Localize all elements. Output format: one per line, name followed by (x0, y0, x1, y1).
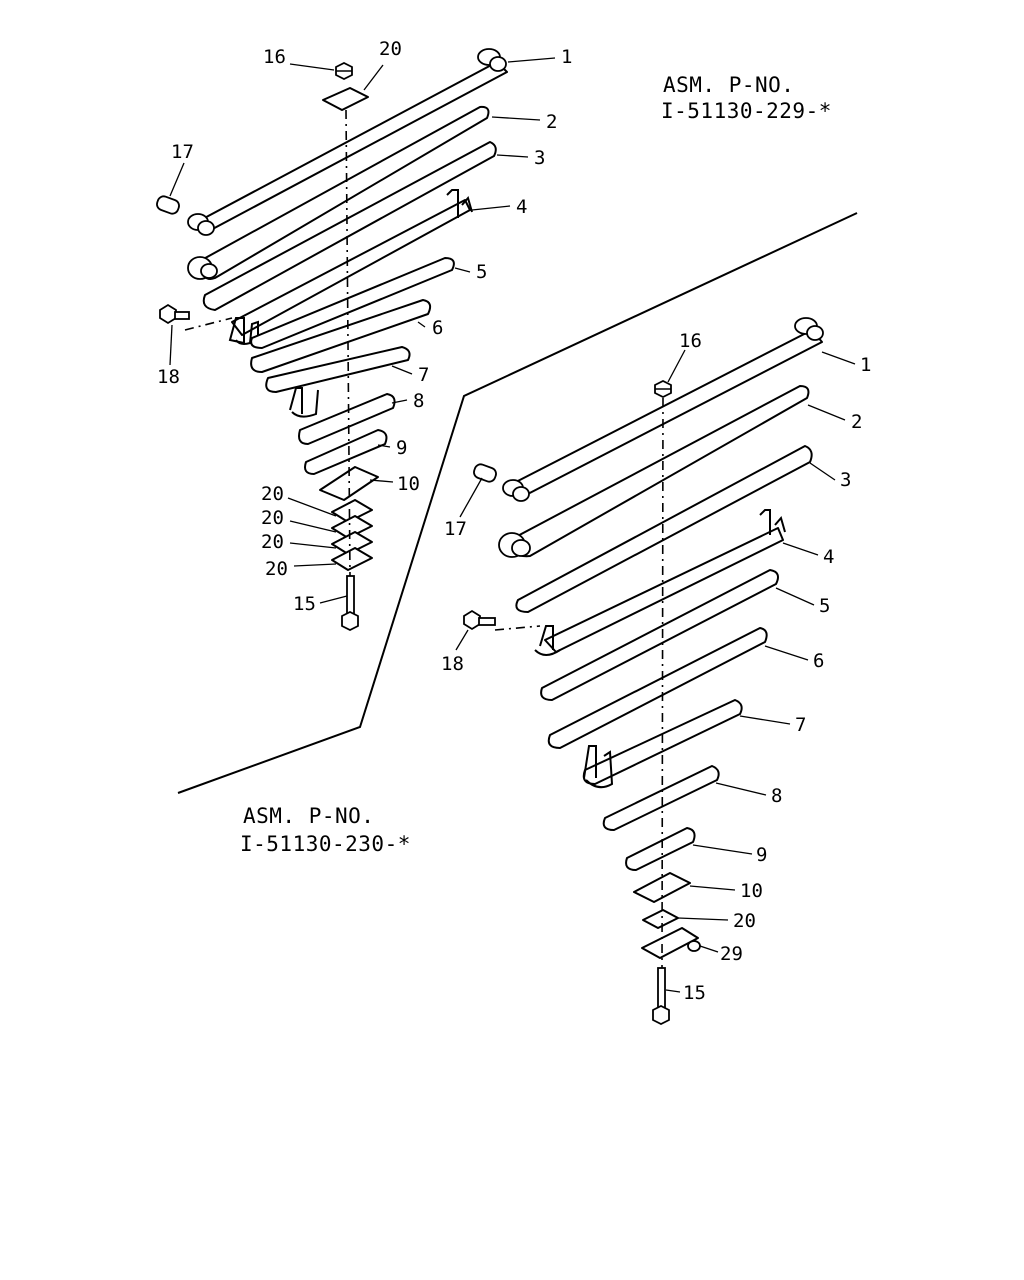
left-part-10-plate (319, 466, 379, 501)
right-leaf-9 (625, 827, 696, 871)
left-center-bolt-15 (341, 575, 359, 632)
left-callout-4: 4 (516, 196, 527, 218)
right-part-29-bracket (641, 927, 701, 959)
left-callout-20-a: 20 (261, 483, 284, 505)
left-callout-2: 2 (546, 111, 557, 133)
right-callout-17: 17 (444, 518, 467, 540)
right-callout-15: 15 (683, 982, 706, 1004)
right-callout-20: 20 (733, 910, 756, 932)
right-callout-29: 29 (720, 943, 743, 965)
left-callout-9: 9 (396, 437, 407, 459)
left-leaf-6 (250, 299, 432, 373)
right-leaf-5 (540, 569, 779, 701)
left-callout-20-top: 20 (379, 38, 402, 60)
right-leaf-1 (502, 317, 824, 502)
left-top-shim-20 (322, 87, 369, 111)
left-leader-lines (169, 57, 556, 604)
right-callout-4: 4 (823, 546, 834, 568)
left-callout-17: 17 (171, 141, 194, 163)
left-shim-20-d (331, 547, 373, 571)
left-leaf-7 (265, 346, 411, 418)
left-leaf-2 (187, 105, 490, 280)
left-leaf-5 (250, 257, 455, 349)
left-leaf-4 (228, 189, 473, 345)
left-callout-8: 8 (413, 390, 424, 412)
asm-229-title-line1: ASM. P-NO. (663, 73, 794, 97)
right-callout-6: 6 (813, 650, 824, 672)
right-callout-5: 5 (819, 595, 830, 617)
right-callout-3: 3 (840, 469, 851, 491)
left-callout-6: 6 (432, 317, 443, 339)
right-leaf-8 (602, 765, 720, 831)
left-callout-5: 5 (476, 261, 487, 283)
right-leader-lines (455, 349, 856, 993)
left-callout-16: 16 (263, 46, 286, 68)
left-leaf-9 (304, 429, 388, 475)
right-leaf-4 (534, 509, 786, 656)
left-callout-18: 18 (157, 366, 180, 388)
left-callout-20-d: 20 (265, 558, 288, 580)
right-callout-8: 8 (771, 785, 782, 807)
right-callout-10: 10 (740, 880, 763, 902)
asm-230-title-line2: I-51130-230-* (240, 832, 411, 856)
right-center-bolt-15 (652, 967, 670, 1026)
right-callout-1: 1 (860, 354, 871, 376)
assembly-229-drawing (463, 317, 824, 1026)
right-callouts: 1 2 3 4 5 6 7 8 9 10 15 16 17 18 20 29 (441, 330, 871, 1004)
left-leaf-3 (202, 141, 497, 311)
asm-230-title-line1: ASM. P-NO. (243, 804, 374, 828)
right-callout-18: 18 (441, 653, 464, 675)
left-nut-16 (335, 61, 353, 81)
right-nut-16 (654, 379, 672, 399)
right-callout-9: 9 (756, 844, 767, 866)
right-leaf-6 (547, 627, 768, 749)
left-leaf-1 (187, 48, 508, 236)
right-bolt-18 (463, 609, 496, 631)
right-bushing-17 (473, 463, 497, 483)
left-callout-10: 10 (397, 473, 420, 495)
left-bushing-17 (156, 195, 180, 215)
assembly-divider-line (177, 212, 858, 794)
asm-229-title-line2: I-51130-229-* (661, 99, 832, 123)
assembly-230-drawing (156, 48, 508, 632)
left-callout-20-b: 20 (261, 507, 284, 529)
right-leaf-3 (515, 445, 813, 613)
right-callout-16: 16 (679, 330, 702, 352)
left-shim-20-b (331, 515, 373, 539)
left-callout-3: 3 (534, 147, 545, 169)
left-leaf-8 (298, 393, 396, 445)
right-callout-7: 7 (795, 714, 806, 736)
right-shim-20 (642, 909, 679, 929)
left-callouts: 1 2 3 4 5 6 7 8 9 10 15 16 17 18 20 20 2… (157, 38, 572, 615)
left-bolt-18 (159, 303, 190, 325)
left-callout-1: 1 (561, 46, 572, 68)
left-callout-15: 15 (293, 593, 316, 615)
left-callout-20-c: 20 (261, 531, 284, 553)
right-leaf-2 (498, 385, 810, 558)
left-shim-20-a (331, 499, 373, 523)
right-callout-2: 2 (851, 411, 862, 433)
left-shim-20-c (331, 531, 373, 555)
left-center-axis (345, 109, 351, 577)
left-callout-7: 7 (418, 364, 429, 386)
